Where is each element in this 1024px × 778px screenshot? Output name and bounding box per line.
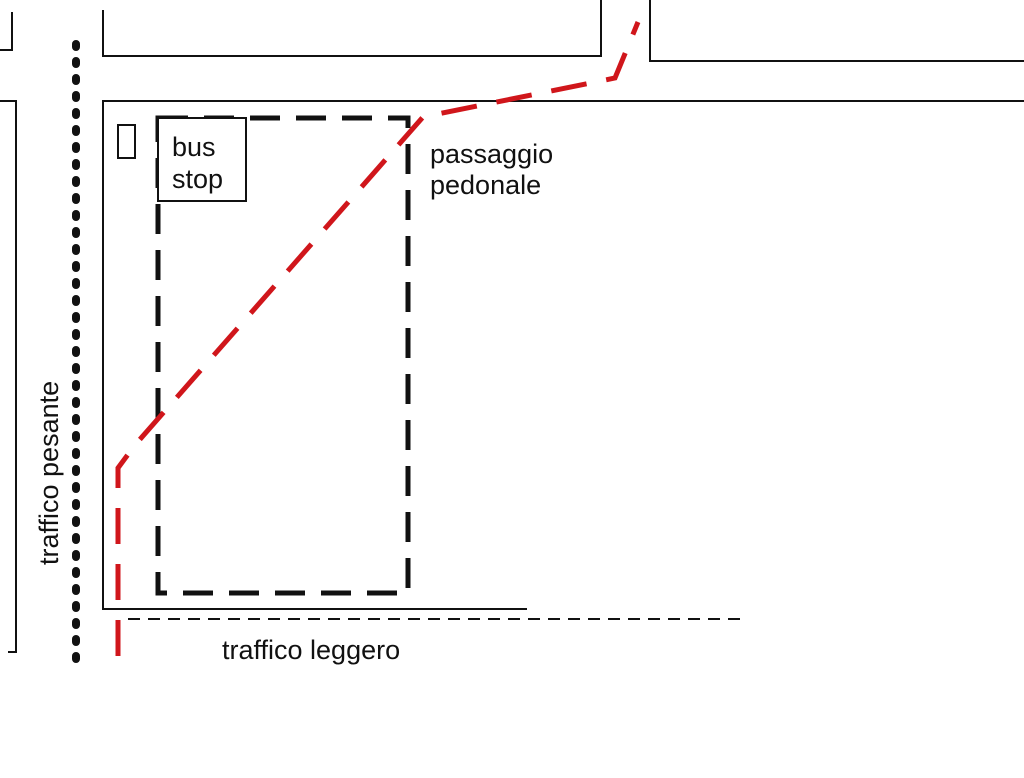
left-block-top-corner [0,12,13,51]
crossing-label-line1: passaggio [430,139,553,169]
bus-stop-label-line1: bus [172,132,216,162]
crossing-label-line2: pedonale [430,170,541,200]
block-outlines [0,0,1024,653]
top-right-block [649,0,1024,62]
light-traffic-label: traffico leggero [222,635,400,665]
left-block-bracket [0,100,17,653]
bus-zone-dashed-area [155,115,411,596]
heavy-traffic-label: traffico pesante [34,381,64,565]
bus-stop-label-line2: stop [172,164,223,194]
bus-stop-icon [117,124,136,159]
pedestrian-path [115,21,641,656]
bus-stop-box [157,117,247,202]
main-block [102,100,1024,610]
top-middle-block [102,0,602,57]
